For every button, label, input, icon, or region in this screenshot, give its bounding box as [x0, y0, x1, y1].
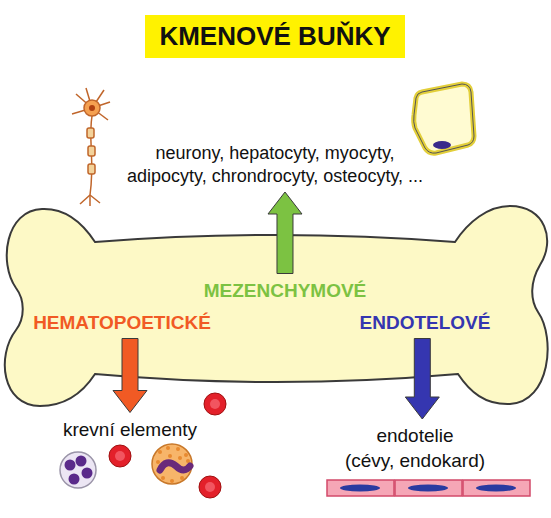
- blood-cells-icon: [60, 393, 226, 498]
- myelin-sheath: [88, 146, 95, 156]
- product-label: endotelie (cévy, endokard): [345, 423, 485, 473]
- axon-terminal: [89, 195, 91, 206]
- title: KMENOVÉ BUŇKY: [159, 21, 390, 52]
- nucleus-lobe: [65, 460, 76, 471]
- granule: [158, 450, 162, 454]
- granules: [156, 446, 190, 483]
- title-box: KMENOVÉ BUŇKY: [145, 15, 404, 58]
- axon-terminal: [90, 195, 100, 203]
- category-label: HEMATOPOETICKÉ: [33, 310, 211, 335]
- category-label: MEZENCHYMOVÉ: [204, 278, 367, 303]
- granule: [180, 476, 184, 480]
- granule: [184, 453, 188, 457]
- granule: [166, 446, 170, 450]
- granule: [156, 460, 160, 464]
- adipocyte-outline: [414, 84, 474, 153]
- endothelial-cell: [327, 480, 394, 496]
- erythrocyte: [199, 476, 221, 498]
- erythrocyte-center: [210, 399, 220, 409]
- block-arrow: [405, 339, 439, 420]
- nucleus-lobe: [69, 474, 80, 485]
- granule: [186, 459, 190, 463]
- endothelial-cell: [395, 480, 462, 496]
- granulocyte-nucleus: [160, 463, 190, 470]
- adipocyte-icon: [414, 84, 474, 153]
- cell-types-text: neurony, hepatocyty, myocyty, adipocyty,…: [127, 142, 423, 188]
- product-label: krevní elementy: [63, 417, 197, 442]
- erythrocyte: [204, 393, 226, 415]
- neuron-nucleus: [89, 105, 95, 111]
- nucleus-lobe: [76, 456, 87, 467]
- endothelial-nucleus: [408, 485, 448, 492]
- granule: [176, 447, 180, 451]
- category-label: ENDOTELOVÉ: [360, 310, 491, 335]
- granule: [161, 476, 165, 480]
- product-label: endotelie (cévy, endokard): [345, 423, 485, 473]
- endothelium-icon: [327, 480, 530, 496]
- adipocyte-membrane: [414, 84, 474, 153]
- nucleus-lobe: [82, 468, 93, 479]
- erythrocyte-center: [205, 482, 215, 492]
- category-label: HEMATOPOETICKÉ: [33, 310, 211, 335]
- block-arrow: [113, 339, 147, 413]
- category-label: MEZENCHYMOVÉ: [204, 278, 367, 303]
- granule: [168, 454, 172, 458]
- neuron-body: [84, 100, 100, 116]
- category-label: ENDOTELOVÉ: [360, 310, 491, 335]
- endothelial-nucleus: [476, 485, 516, 492]
- endothelial-cell: [463, 480, 530, 496]
- bone-shape: [5, 206, 548, 406]
- granule: [178, 456, 182, 460]
- granulocyte: [152, 444, 192, 484]
- granule: [170, 479, 174, 483]
- myelin-sheath: [88, 164, 95, 174]
- axon-terminal: [80, 195, 90, 204]
- neuron-icon: [72, 88, 110, 206]
- block-arrow: [268, 192, 302, 274]
- endothelial-nucleus: [340, 485, 380, 492]
- erythrocyte-center: [115, 451, 125, 461]
- product-label: krevní elementy: [63, 417, 197, 442]
- myelin-sheath: [87, 128, 94, 138]
- lymphocyte: [60, 452, 96, 488]
- adipocyte-nucleus: [433, 141, 451, 149]
- erythrocyte: [109, 445, 131, 467]
- cell-types-text: neurony, hepatocyty, myocyty, adipocyty,…: [127, 142, 423, 188]
